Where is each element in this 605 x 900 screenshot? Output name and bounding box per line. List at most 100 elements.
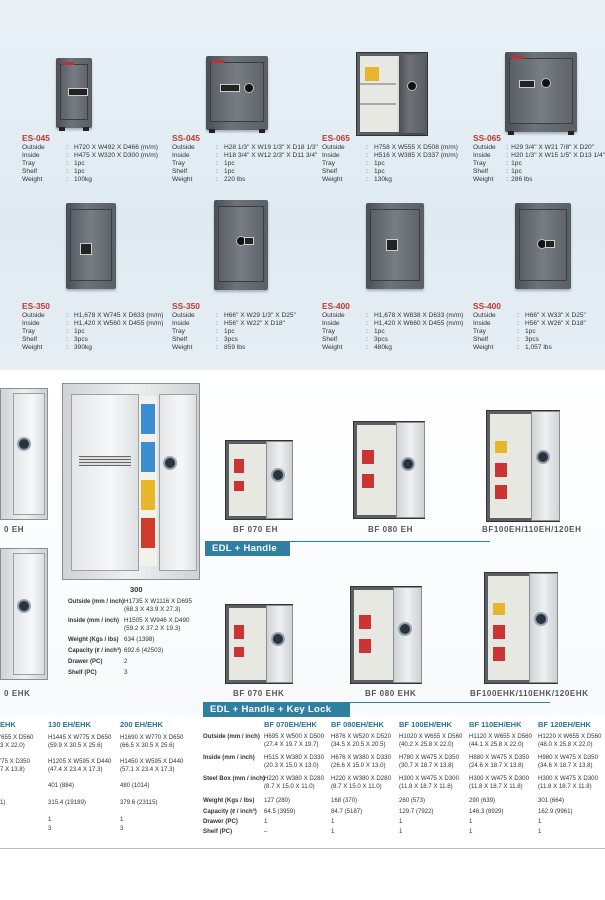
spec-row: Outside:H28 1/3" X W19 1/3" X D18 1/3" (172, 144, 318, 152)
spec-value: H56" X W22" X D18" (224, 320, 285, 328)
spec-value: 1pc (374, 160, 385, 168)
spec-key: Shelf (322, 336, 338, 344)
left-table-cell: H1450 X W595 X D440 (120, 758, 184, 765)
spec-value: H29 3/4" X W21 7/8" X D20" (511, 144, 595, 151)
right-table-header: BF 080EH/EHK (331, 720, 384, 729)
ribbon-edl-handle-key-lock: EDL + Handle + Key Lock (203, 702, 550, 717)
left-table-cell: (59.9 X 30.5 X 25.6) (48, 742, 103, 749)
safe-image-es400 (366, 203, 424, 289)
right-table-cell: (26.6 X 15.0 X 13.0) (331, 762, 386, 769)
spec-key: Shelf (22, 336, 38, 344)
spec-colon: : (517, 328, 519, 336)
model-300-key: Outside (mm / inch) (68, 599, 125, 605)
ribbon-edl-handle: EDL + Handle (205, 541, 490, 556)
spec-row: Inside:H56" X W26" X D18" (473, 320, 586, 328)
spec-value: 1pc (224, 160, 235, 168)
spec-colon: : (66, 312, 68, 319)
spec-row: Inside:H56" X W22" X D18" (172, 320, 296, 328)
spec-row: Outside:H1,678 X W838 X D633 (m/m) (322, 312, 463, 320)
spec-value: 130kg (374, 176, 392, 184)
spec-key: Inside (473, 320, 491, 328)
right-table-cell: (11.8 X 18.7 X 11.8) (469, 783, 523, 790)
spec-value: 1pc (224, 328, 235, 336)
spec-colon: : (216, 176, 218, 184)
right-table-row-label: Steel Box (mm / inch) (203, 775, 265, 782)
label-bf100eh: BF100EH/110EH/120EH (482, 525, 582, 534)
spec-colon: : (366, 176, 368, 184)
spec-colon: : (216, 312, 218, 319)
spec-value: H758 X W555 X D508 (m/m) (374, 144, 458, 151)
spec-colon: : (506, 176, 509, 184)
spec-colon: : (366, 336, 368, 344)
model-300-key: Shelf (PC) (68, 670, 97, 676)
spec-value: H1,678 X W745 X D633 (m/m) (74, 312, 164, 319)
safe-image-ss350 (214, 200, 268, 290)
safe-image-bf070ehk (225, 604, 293, 684)
right-table-cell: 162.9 (9961) (538, 808, 573, 815)
right-table-cell: 290 (639) (469, 797, 496, 804)
model-300-value: 634 (1398) (124, 636, 192, 647)
left-table-cell: (66.5 X 30.5 X 25.6) (120, 742, 175, 749)
spec-key: Inside (172, 320, 190, 328)
model-300-value-line: 2 (124, 658, 128, 665)
spec-colon: : (66, 144, 68, 151)
safe-image-left-partial-ehk (0, 548, 48, 680)
model-300-value-line: 3 (124, 669, 128, 676)
right-table-cell: 84.7 (5187) (331, 808, 363, 815)
spec-colon: : (66, 344, 68, 352)
spec-row: Weight:130kg (322, 176, 458, 184)
right-table-cell: H300 X W475 X D300 (469, 775, 529, 782)
spec-row: Outside:H1,678 X W745 X D633 (m/m) (22, 312, 163, 320)
spec-value: 390kg (74, 344, 92, 352)
left-table-cell: '75 X D350 (0, 758, 30, 765)
safe-image-es065 (356, 52, 428, 136)
spec-row: Inside:H475 X W320 X D300 (m/m) (22, 152, 158, 160)
right-table-cell: 1 (331, 828, 335, 835)
right-table-header: BF 100EH/EHK (399, 720, 452, 729)
spec-value: H66" X W29 1/3" X D25" (224, 312, 296, 319)
left-table-cell: (47.4 X 23.4 X 17.3) (48, 766, 103, 773)
spec-colon: : (216, 344, 218, 352)
right-table-cell: 168 (370) (331, 797, 358, 804)
spec-row: Tray:1pc (322, 160, 458, 168)
spec-value: 859 lbs (224, 344, 246, 352)
spec-value: 1pc (74, 160, 85, 168)
right-table-cell: (8.7 X 15.0 X 11.0) (264, 783, 315, 790)
safe-image-bf100ehk (484, 572, 558, 684)
model-300-key: Inside (mm / inch) (68, 618, 120, 624)
right-table-cell: 1 (469, 818, 473, 825)
spec-row: Shelf:3pcs (473, 336, 586, 344)
model-300-value-line: (68.3 X 43.9 X 27.3) (124, 606, 181, 613)
spec-colon: : (66, 152, 68, 160)
left-table-cell: H1445 X W775 X D650 (48, 734, 112, 741)
spec-value: 1pc (525, 328, 536, 336)
spec-colon: : (66, 176, 68, 184)
model-code: SS-045 (172, 133, 200, 143)
spec-row: Tray:1pc (172, 328, 296, 336)
spec-colon: : (216, 152, 218, 160)
model-300-row: Capacity (ℓ / inch³)692.6 (42503) (68, 647, 192, 658)
spec-colon: : (517, 336, 519, 344)
right-table-cell: (20.3 X 15.0 X 13.0) (264, 762, 319, 769)
model-300-row: Inside (mm / inch)H1505 X W946 X D490(59… (68, 617, 192, 636)
spec-row: Tray:1pc (322, 328, 463, 336)
spec-row: Inside:H1,420 X W660 X D455 (m/m) (322, 320, 463, 328)
spec-key: Weight (172, 176, 193, 184)
spec-row: Weight:390kg (22, 344, 163, 352)
spec-colon: : (506, 144, 509, 151)
spec-key: Weight (22, 344, 43, 352)
right-table-cell: H695 X W500 X D500 (264, 733, 324, 740)
spec-colon: : (366, 160, 368, 168)
label-partial-eh: 0 EH (4, 525, 25, 534)
spec-colon: : (216, 144, 218, 151)
spec-colon: : (517, 320, 519, 328)
spec-key: Tray (22, 328, 35, 336)
spec-value: 480kg (374, 344, 392, 352)
model-300-title: 300 (130, 585, 143, 594)
spec-row: Weight:1,057 lbs (473, 344, 586, 352)
spec-colon: : (366, 312, 368, 319)
spec-colon: : (66, 168, 68, 176)
left-table-cell: 1 (120, 816, 124, 823)
